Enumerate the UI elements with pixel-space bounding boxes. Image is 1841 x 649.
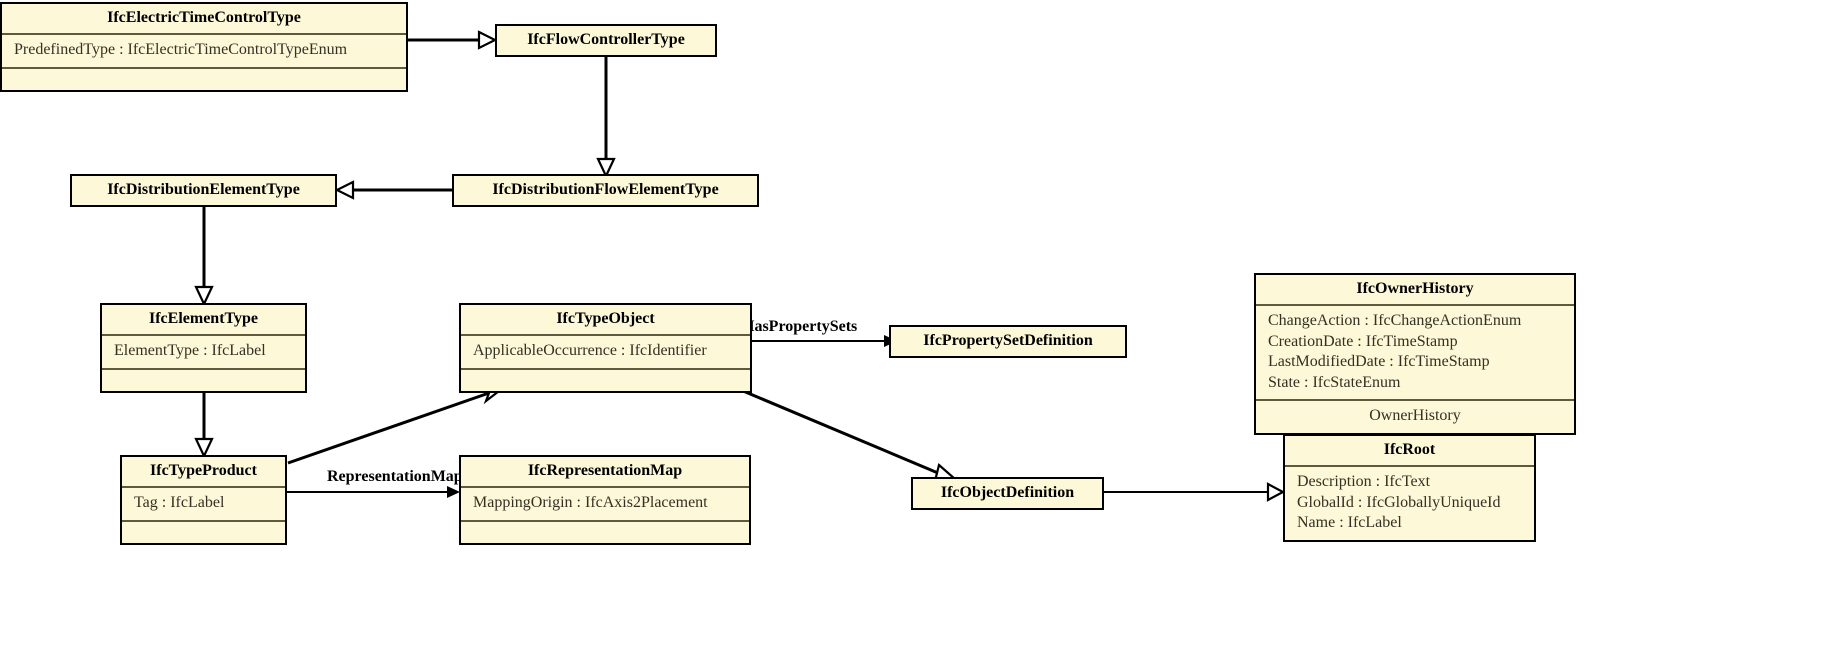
class-attributes: PredefinedType : IfcElectricTimeControlT…	[2, 33, 406, 66]
attribute-row: PredefinedType : IfcElectricTimeControlT…	[14, 41, 348, 59]
edge-label-representationmaps: RepresentationMaps	[327, 468, 469, 485]
class-attributes: Tag : IfcLabel	[122, 486, 285, 519]
class-title: IfcTypeProduct	[150, 462, 257, 479]
class-attributes: Description : IfcText GlobalId : IfcGlob…	[1285, 465, 1534, 539]
class-box-ifcdistributionelementtype[interactable]: IfcDistributionElementType	[70, 174, 337, 208]
class-operations	[461, 367, 750, 391]
attribute-row: ChangeAction : IfcChangeActionEnum	[1268, 312, 1522, 330]
attribute-row: MappingOrigin : IfcAxis2Placement	[473, 494, 708, 512]
class-title: IfcRoot	[1383, 441, 1436, 458]
class-box-ifcroot[interactable]: IfcRoot Description : IfcText GlobalId :…	[1283, 434, 1536, 542]
edge-label-haspropertysets: HasPropertySets	[742, 318, 858, 335]
attribute-row: LastModifiedDate : IfcTimeStamp	[1268, 353, 1490, 371]
edge-typeproduct-to-representationmap	[287, 486, 460, 498]
class-box-ifcownerhistory[interactable]: IfcOwnerHistory ChangeAction : IfcChange…	[1254, 273, 1576, 435]
edge-distributionelementtype-to-elementtype	[194, 207, 214, 307]
edge-typeobject-to-propertysetdefinition	[752, 335, 897, 347]
edge-typeproduct-to-typeobject	[287, 383, 506, 465]
class-box-ifcdistributionflowelementtype[interactable]: IfcDistributionFlowElementType	[452, 174, 759, 208]
class-operations	[2, 66, 406, 90]
class-attributes: ElementType : IfcLabel	[102, 334, 305, 367]
attribute-row: Tag : IfcLabel	[134, 494, 225, 512]
class-title: IfcPropertySetDefinition	[923, 332, 1093, 349]
attribute-row: State : IfcStateEnum	[1268, 373, 1401, 391]
class-title: IfcObjectDefinition	[940, 484, 1075, 501]
class-title: IfcTypeObject	[556, 310, 655, 327]
class-box-ifcrepresentationmap[interactable]: IfcRepresentationMap MappingOrigin : Ifc…	[459, 455, 751, 545]
class-role-label: OwnerHistory	[1256, 399, 1574, 432]
attribute-row: Description : IfcText	[1297, 473, 1431, 491]
class-box-ifctypeproduct[interactable]: IfcTypeProduct Tag : IfcLabel	[120, 455, 287, 545]
class-box-ifcelectrictimecontroltype[interactable]: IfcElectricTimeControlType PredefinedTyp…	[0, 2, 408, 92]
class-title: IfcDistributionElementType	[107, 181, 300, 198]
class-title: IfcElementType	[148, 310, 258, 327]
attribute-row: CreationDate : IfcTimeStamp	[1268, 332, 1458, 350]
edge-objectdefinition-to-root	[1104, 482, 1286, 502]
class-box-ifcelementtype[interactable]: IfcElementType ElementType : IfcLabel	[100, 303, 307, 393]
edge-typeobject-to-objectdefinition	[716, 378, 958, 483]
class-box-ifctypeobject[interactable]: IfcTypeObject ApplicableOccurrence : Ifc…	[459, 303, 752, 393]
class-title: IfcElectricTimeControlType	[107, 9, 301, 26]
edge-flowcontrollertype-to-distributionflowelementtype	[596, 57, 616, 179]
class-box-ifcpropertysetdefinition[interactable]: IfcPropertySetDefinition	[889, 325, 1127, 359]
class-attributes: ApplicableOccurrence : IfcIdentifier	[461, 334, 750, 367]
class-attributes: ChangeAction : IfcChangeActionEnum Creat…	[1256, 304, 1574, 399]
class-title: IfcFlowControllerType	[527, 31, 685, 48]
class-operations	[461, 519, 749, 543]
class-box-ifcobjectdefinition[interactable]: IfcObjectDefinition	[911, 477, 1104, 511]
edge-elementtype-to-typeproduct	[194, 384, 214, 459]
class-title: IfcDistributionFlowElementType	[492, 181, 719, 198]
attribute-row: ElementType : IfcLabel	[114, 342, 266, 360]
attribute-row: Name : IfcLabel	[1297, 514, 1402, 532]
class-attributes: MappingOrigin : IfcAxis2Placement	[461, 486, 749, 519]
class-title: IfcOwnerHistory	[1356, 280, 1474, 297]
attribute-row: ApplicableOccurrence : IfcIdentifier	[473, 342, 707, 360]
class-operations	[102, 367, 305, 391]
attribute-row: GlobalId : IfcGloballyUniqueId	[1297, 493, 1501, 511]
class-title: IfcRepresentationMap	[527, 462, 683, 479]
edge-distributionflowelementtype-to-distributionelementtype	[334, 180, 452, 200]
class-box-ifcflowcontrollertype[interactable]: IfcFlowControllerType	[495, 24, 717, 58]
class-operations	[122, 519, 285, 543]
edge-electrictimecontroltype-to-flowcontrollertype	[408, 30, 498, 50]
